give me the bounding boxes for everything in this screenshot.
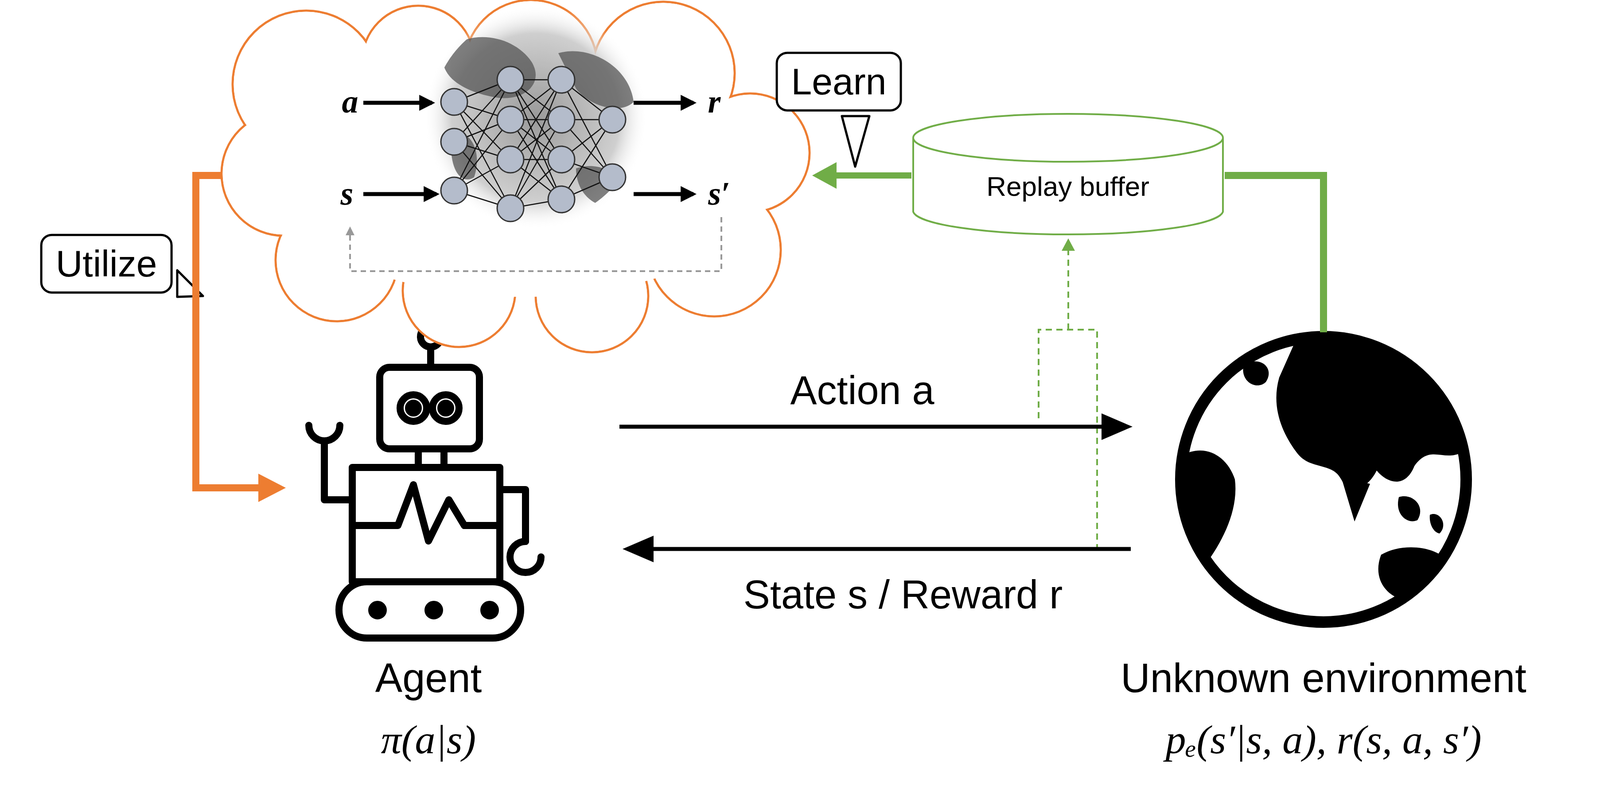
connector	[652, 547, 1131, 552]
neural-net-icon	[423, 5, 648, 230]
node-text: s′	[708, 175, 731, 213]
arrow-head	[622, 535, 654, 563]
replay-buffer: Replay buffer	[911, 112, 1225, 237]
node-text: s	[340, 175, 354, 213]
node-text: Unknown environment	[1120, 654, 1527, 702]
connector	[835, 172, 912, 179]
node-text: Replay buffer	[986, 170, 1150, 203]
environment-node: Unknown environmentpₑ(s′|s, a), r(s, a, …	[1134, 327, 1513, 794]
globe-icon	[1171, 333, 1467, 623]
arrow-head	[812, 162, 837, 189]
agent-node: Agent π(a|s)	[292, 310, 585, 780]
data-collection-line	[1038, 248, 1098, 549]
callout-label: Learn	[775, 51, 903, 112]
connector	[619, 424, 1103, 429]
arrow-head	[258, 473, 286, 503]
node-text: a	[342, 82, 359, 121]
model-io-arrows	[363, 102, 694, 195]
node-text: pₑ(s′|s, a), r(s, a, s′)	[1165, 716, 1482, 764]
feedback-loop	[350, 217, 722, 272]
cloud-thought: a r s s′	[221, 0, 812, 353]
callout-label: Utilize	[40, 233, 173, 294]
connector	[1224, 175, 1324, 333]
node-text: π(a|s)	[381, 716, 476, 764]
cloud-outline	[221, 0, 810, 353]
arrow-head	[1061, 238, 1075, 251]
robot-icon	[308, 326, 542, 639]
arrow-head	[1101, 413, 1133, 440]
node-text: r	[708, 82, 721, 121]
callout-tail	[841, 116, 870, 167]
edge-label: State s / Reward r	[743, 572, 1063, 619]
edge-label: Action a	[790, 367, 935, 414]
node-text: Agent	[375, 654, 482, 702]
cylinder-outline	[913, 113, 1223, 235]
